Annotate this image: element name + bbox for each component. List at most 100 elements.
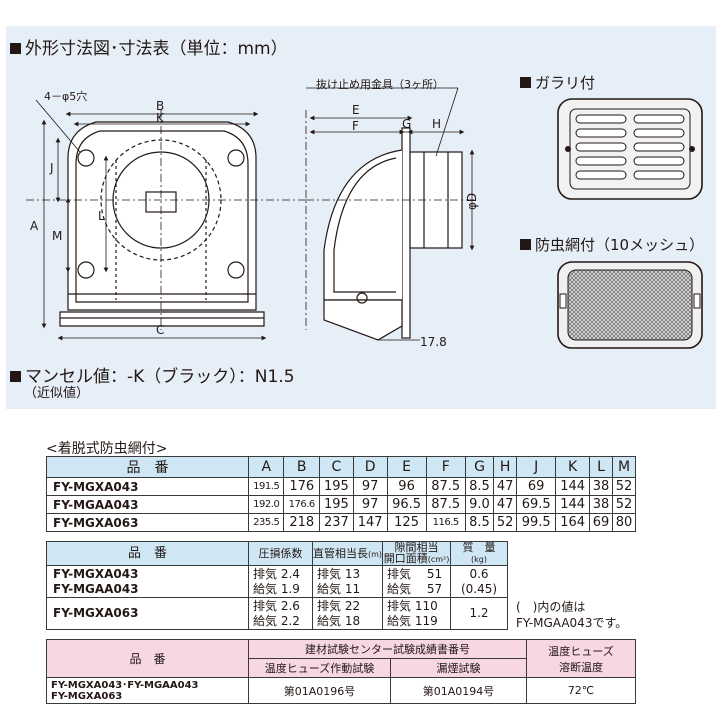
dimension-drawing: B K C A J M L E F G H φD 17.8 [26, 87, 479, 349]
row-model: FY-MGAA043 [46, 495, 249, 514]
table3-model-header: 品 番 [46, 639, 249, 678]
mesh-heading: 防虫網付（10メッシュ） [520, 234, 704, 255]
cell: 147 [352, 513, 388, 532]
dim-k-label: K [156, 111, 165, 125]
col-header: C [318, 456, 354, 478]
table2-open-header: 隙間相当開口面積(cm²) [382, 541, 452, 566]
dim-b-label: B [156, 99, 164, 113]
dim-l-label: L [98, 209, 105, 223]
col-header: F [425, 456, 466, 478]
table-row: FY-MGXA063 235.5 218 237 147 125 116.5 8… [46, 513, 637, 532]
col-header: J [516, 456, 557, 478]
dim-g-label: G [402, 117, 411, 131]
cell: 47 [493, 477, 518, 496]
cell: 237 [318, 513, 354, 532]
cell: 1.2 [450, 597, 508, 630]
cell: 96.5 [386, 495, 427, 514]
cell: 87.5 [425, 495, 466, 514]
col-header: A [247, 456, 285, 478]
cell: 52 [611, 495, 637, 514]
performance-table: 品 番 圧損係数 直管相当長(m) 隙間相当開口面積(cm²) 質 量(kg) … [46, 541, 508, 630]
dim-c-label: C [156, 323, 164, 337]
cell: 87.5 [425, 477, 466, 496]
cell: 195 [318, 495, 354, 514]
garari-image [557, 98, 703, 200]
cell: 第01A0194号 [390, 677, 527, 704]
table3-fuse-test-header: 温度ヒューズ作動試験 [248, 658, 391, 678]
cell: 38 [589, 495, 613, 514]
table1-caption: <着脱式防虫網付> [46, 441, 168, 457]
cell: 97 [352, 495, 388, 514]
cell: 8.5 [464, 513, 495, 532]
table-row: FY-MGXA043 191.5 176 195 97 96 87.5 8.5 … [46, 477, 637, 496]
table3-cert-header: 建材試験センター試験成績書番号 [248, 639, 527, 659]
cell: 69 [589, 513, 613, 532]
garari-heading: ガラリ付 [520, 72, 595, 93]
mass-note-2: FY-MGAA043です。 [516, 616, 628, 630]
cell: 47 [493, 495, 518, 514]
dim-m-label: M [52, 229, 62, 243]
cell: 96 [386, 477, 427, 496]
dim-h-label: H [432, 117, 441, 131]
row-model: FY-MGXA063 [46, 597, 249, 630]
cell: 116.5 [425, 513, 466, 532]
munsell-line: マンセル値：-K（ブラック）：N1.5 [10, 362, 295, 387]
table3-fuse-temp-header: 温度ヒューズ溶断温度 [526, 639, 636, 678]
munsell-note: （近似値） [24, 386, 90, 401]
table2-mass-header: 質 量(kg) [450, 541, 508, 566]
cell: 176.6 [283, 495, 320, 514]
certification-table: 品 番 建材試験センター試験成績書番号 温度ヒューズ溶断温度 温度ヒューズ作動試… [46, 639, 636, 704]
cell: 80 [611, 513, 637, 532]
cell: 99.5 [516, 513, 557, 532]
cell: 69 [516, 477, 557, 496]
table1-model-header: 品 番 [46, 456, 249, 478]
cell: 52 [493, 513, 518, 532]
col-header: B [283, 456, 320, 478]
cell: 144 [555, 495, 591, 514]
col-header: D [352, 456, 388, 478]
cell: 218 [283, 513, 320, 532]
cell: 0.6(0.45) [450, 565, 508, 598]
dim-f-label: F [352, 119, 359, 133]
cell: 195 [318, 477, 354, 496]
drawing-heading: 外形寸法図･寸法表（単位：mm） [10, 34, 288, 59]
col-header: E [386, 456, 427, 478]
col-header: L [589, 456, 613, 478]
cell: 9.0 [464, 495, 495, 514]
row-model: FY-MGXA043 [46, 477, 249, 496]
table2-model-header: 品 番 [46, 541, 249, 566]
cell: 97 [352, 477, 388, 496]
dim-e-label: E [352, 103, 360, 117]
cell: 125 [386, 513, 427, 532]
cell: 235.5 [247, 513, 285, 532]
dim-d-label: φD [465, 193, 479, 210]
cell: 164 [555, 513, 591, 532]
cell: 69.5 [516, 495, 557, 514]
cell: 52 [611, 477, 637, 496]
col-header: K [555, 456, 591, 478]
cell: 38 [589, 477, 613, 496]
cell: 第01A0196号 [248, 677, 391, 704]
cell: 144 [555, 477, 591, 496]
table2-pressure-header: 圧損係数 [248, 541, 313, 566]
side-view [305, 110, 476, 341]
table3-smoke-test-header: 漏煙試験 [390, 658, 527, 678]
col-header: M [611, 456, 637, 478]
dim-depth-label: 17.8 [420, 335, 447, 349]
cell: 191.5 [247, 477, 285, 496]
cell: 8.5 [464, 477, 495, 496]
dim-a-label: A [30, 219, 39, 233]
cell: 192.0 [247, 495, 285, 514]
fitting-label: 抜け止め用金具（3ヶ所） [316, 78, 444, 91]
dim-j-label: J [49, 161, 54, 175]
